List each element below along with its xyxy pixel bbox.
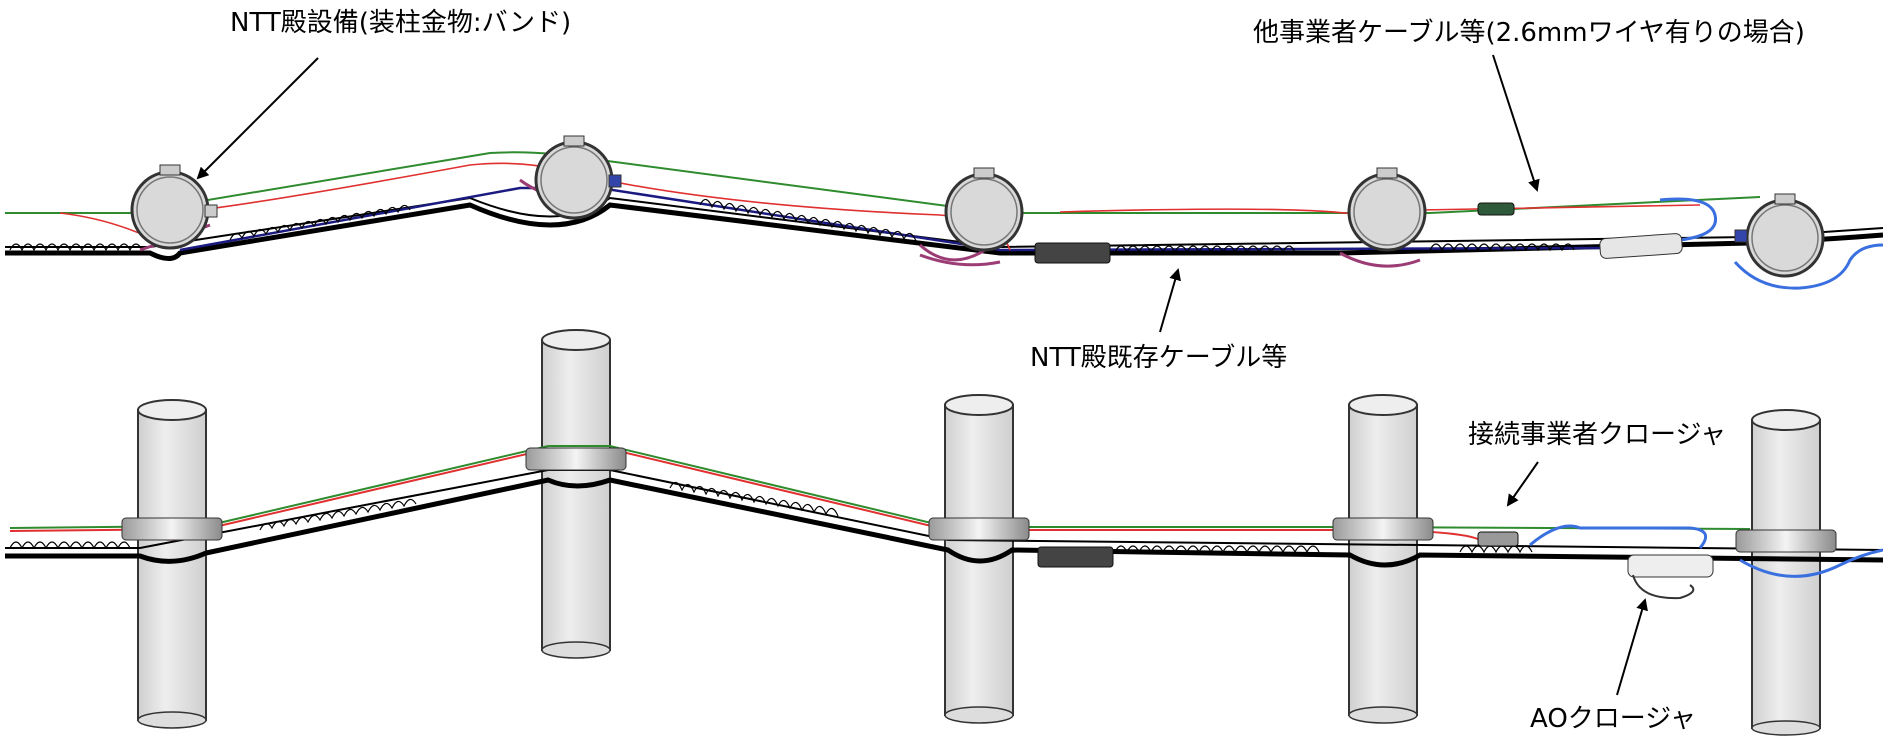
band-pole-5	[1735, 529, 1837, 553]
pole-top-1	[130, 164, 218, 250]
ntt-existing-cable-top-inner	[5, 196, 1883, 249]
ntt-joint-top	[1034, 242, 1111, 264]
arrow-existing	[1159, 268, 1181, 333]
arrow-other	[1492, 54, 1540, 192]
arrow-closure	[1506, 461, 1539, 507]
spiral-lashing-bottom	[9, 481, 1533, 554]
label-ao-closure: AOクロージャ	[1530, 704, 1696, 734]
ao-closure-top	[1599, 233, 1683, 259]
pole-top-5	[1734, 193, 1825, 278]
ntt-existing-cable-bottom	[5, 477, 1883, 568]
label-ntt-existing-cable: NTT殿既存ケーブル等	[1030, 343, 1288, 373]
top-view	[5, 135, 1883, 290]
spiral-lashing-top	[9, 198, 1575, 254]
band-pole-4	[1332, 517, 1434, 541]
other-operator-cable-bottom	[9, 445, 1751, 530]
ao-closure-bottom	[1627, 554, 1714, 578]
pole-top-2	[534, 135, 622, 220]
arrow-ao	[1616, 598, 1648, 696]
bottom-view	[5, 329, 1883, 736]
label-ntt-band: NTT殿設備(装柱金物:バンド)	[230, 8, 572, 38]
arrow-band	[196, 57, 319, 180]
band-pole-1	[121, 517, 223, 541]
pole-top-4	[1347, 167, 1427, 252]
pole-1	[137, 399, 207, 729]
ao-closure-coil	[1632, 574, 1695, 600]
ntt-joint-bottom	[1037, 546, 1114, 568]
pole-2	[541, 329, 611, 659]
pole-top-3	[944, 167, 1024, 252]
band-pole-3	[928, 517, 1030, 541]
ao-cable-blue-bottom	[1529, 524, 1883, 578]
other-closure-top	[1477, 202, 1515, 216]
ao-cable-blue-top	[1659, 197, 1883, 290]
label-other-operator-cable: 他事業者ケーブル等(2.6mmワイヤ有りの場合)	[1253, 18, 1805, 48]
operator-closure-bottom	[1477, 531, 1519, 547]
band-pole-2	[525, 447, 627, 471]
label-operator-closure: 接続事業者クロージャ	[1468, 420, 1727, 450]
pole-5	[1751, 409, 1821, 736]
